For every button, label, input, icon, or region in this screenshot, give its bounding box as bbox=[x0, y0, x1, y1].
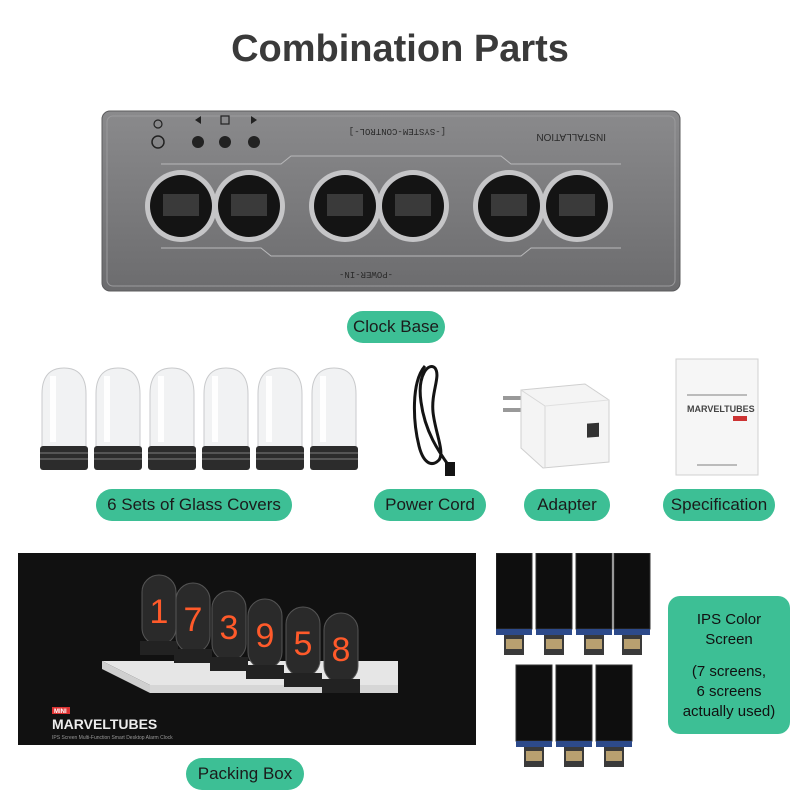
adapter-image bbox=[503, 383, 610, 469]
box-digit: 9 bbox=[256, 617, 275, 655]
adapter-label: Adapter bbox=[524, 489, 610, 521]
ips-line-2: Screen bbox=[705, 631, 753, 648]
clock-base-label: Clock Base bbox=[347, 311, 445, 343]
box-digit: 5 bbox=[294, 625, 313, 663]
ips-line-1: IPS Color bbox=[696, 611, 762, 628]
installation-engraving: INSTALLATION bbox=[536, 131, 606, 142]
box-digit: 3 bbox=[220, 609, 239, 647]
packing-box-image: 1 7 3 9 5 8 MINI MARVELTUBES bbox=[18, 553, 476, 745]
manual-brand: MARVELTUBES bbox=[687, 404, 755, 414]
page-title: Combination Parts bbox=[231, 28, 569, 70]
base-button-row bbox=[151, 115, 260, 149]
ips-screens-image bbox=[496, 553, 651, 768]
specification-manual-image: MARVELTUBES bbox=[675, 358, 759, 476]
power-cord-image bbox=[412, 365, 455, 476]
specification-label: Specification bbox=[663, 489, 775, 521]
box-digit: 1 bbox=[150, 593, 169, 631]
box-tubes: 1 7 3 9 5 8 bbox=[140, 574, 360, 693]
glass-covers-image bbox=[40, 367, 359, 471]
system-control-engraving: [-SYSTEM-CONTROL-] bbox=[349, 126, 446, 136]
ips-line-3: (7 screens, bbox=[691, 663, 767, 680]
tube-sockets bbox=[145, 170, 613, 242]
box-brand: MARVELTUBES bbox=[52, 716, 157, 732]
box-digit: 8 bbox=[332, 631, 351, 669]
box-digit: 7 bbox=[184, 601, 203, 639]
power-in-engraving: -POWER-IN- bbox=[339, 269, 393, 279]
glass-covers-label: 6 Sets of Glass Covers bbox=[96, 489, 292, 521]
packing-box-label: Packing Box bbox=[186, 758, 304, 790]
clock-base-image: [-SYSTEM-CONTROL-] INSTALLATION -POWER-I… bbox=[101, 110, 681, 292]
box-tagline: IPS Screen Multi-Function Smart Desktop … bbox=[52, 735, 173, 741]
ips-line-4: 6 screens bbox=[696, 683, 762, 700]
power-cord-label: Power Cord bbox=[374, 489, 486, 521]
ips-line-5: actually used) bbox=[682, 703, 776, 720]
box-mini-badge: MINI bbox=[54, 709, 67, 715]
ips-color-screen-label: IPS Color Screen (7 screens, 6 screens a… bbox=[668, 596, 790, 734]
